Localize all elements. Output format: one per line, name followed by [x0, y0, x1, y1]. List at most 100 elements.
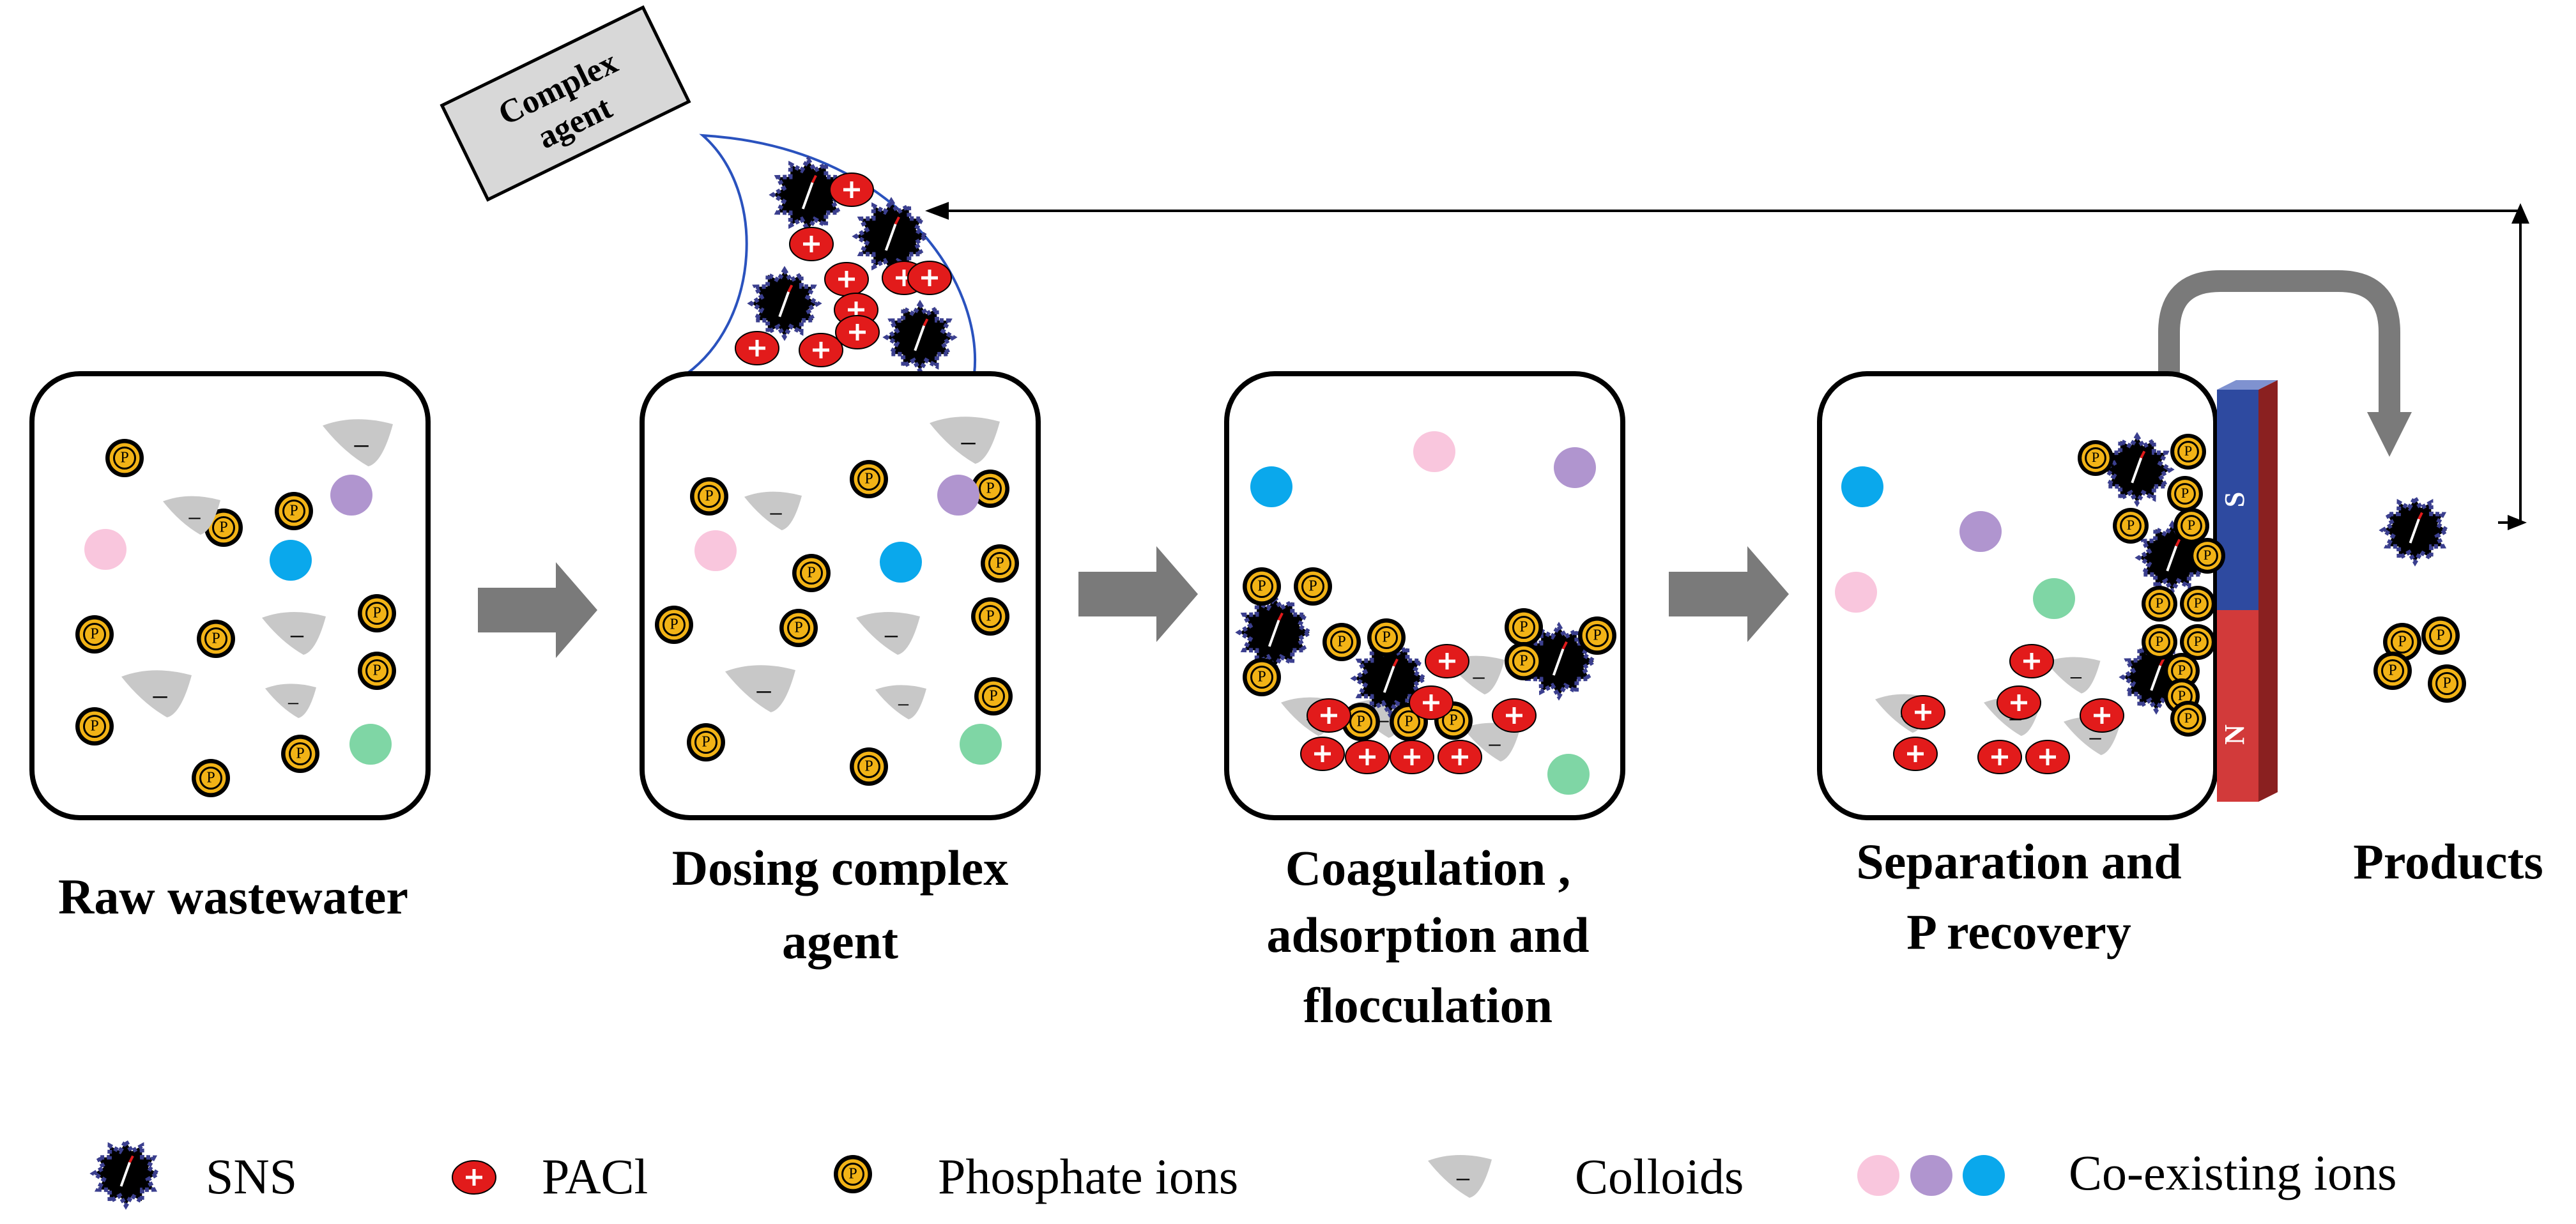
- svg-text:P: P: [2398, 634, 2406, 650]
- legend-colloids-label: Colloids: [1575, 1149, 1744, 1204]
- phosphate-ion: P: [75, 707, 114, 746]
- pacl-particle: [1492, 698, 1537, 733]
- phosphate-ion: P: [2174, 508, 2209, 544]
- colloid: −: [1428, 1154, 1492, 1198]
- recycle-arrow: [925, 202, 2529, 530]
- co-existing-ion: [1841, 466, 1883, 507]
- colloid: −: [163, 496, 220, 535]
- products-label: Products: [2353, 834, 2543, 889]
- svg-text:−: −: [289, 621, 305, 652]
- phosphate-ion: P: [1505, 608, 1543, 646]
- pacl-particle: [829, 172, 874, 207]
- phosphate-ion: P: [974, 677, 1013, 715]
- phosphate-ion: P: [2164, 653, 2200, 689]
- pacl-particle: [1307, 698, 1351, 733]
- co-existing-ion: [880, 542, 922, 583]
- svg-text:P: P: [807, 565, 815, 581]
- pacl-particle: [1438, 740, 1482, 774]
- svg-text:P: P: [2092, 449, 2099, 465]
- svg-text:P: P: [1257, 578, 1266, 595]
- pacl-particle: [824, 262, 869, 296]
- co-existing-ion: [694, 530, 737, 571]
- svg-text:P: P: [2436, 627, 2444, 644]
- phosphate-ion: P: [197, 620, 235, 658]
- svg-text:−: −: [755, 676, 772, 710]
- co-existing-ion: [1910, 1155, 1952, 1196]
- flow-arrow-3: [1669, 546, 1789, 642]
- stage-label-dosing-1: Dosing complex: [672, 840, 1009, 896]
- co-existing-ion: [960, 724, 1002, 765]
- legend-icons: P−: [89, 1137, 2005, 1210]
- svg-text:−: −: [769, 500, 783, 528]
- stage-label-coag-1: Coagulation ,: [1285, 840, 1570, 896]
- phosphate-ion: P: [834, 1155, 872, 1193]
- pacl-particle: [799, 333, 843, 367]
- svg-text:P: P: [2178, 662, 2186, 678]
- phosphate-ion: P: [2113, 508, 2149, 544]
- legend-coexisting-label: Co-existing ions: [2069, 1145, 2397, 1200]
- svg-text:P: P: [120, 450, 128, 466]
- colloid: −: [725, 665, 795, 712]
- cone-particles: [735, 155, 958, 375]
- co-existing-ion: [349, 724, 392, 765]
- svg-text:P: P: [2156, 633, 2163, 649]
- colloid: −: [262, 611, 326, 655]
- colloid: −: [930, 417, 1000, 464]
- magnet-pole-s: S: [2219, 492, 2250, 507]
- pacl-particle: [1300, 737, 1345, 771]
- phosphate-ion: P: [779, 609, 818, 647]
- svg-text:P: P: [986, 608, 994, 625]
- colloid: −: [121, 670, 192, 717]
- svg-text:P: P: [1449, 712, 1457, 729]
- phosphate-ion: P: [1367, 618, 1406, 657]
- svg-text:P: P: [1382, 629, 1390, 646]
- svg-text:P: P: [705, 488, 713, 505]
- phosphate-ion: P: [2180, 586, 2216, 622]
- complex-agent-sign: Complex agent: [440, 5, 691, 202]
- stage-box-raw: [29, 371, 431, 820]
- phosphate-ion: P: [2167, 476, 2203, 512]
- svg-text:P: P: [372, 662, 381, 679]
- sns-particle: [89, 1137, 162, 1210]
- phosphate-ion: P: [1505, 642, 1543, 680]
- stage-label-sep-2: P recovery: [1906, 904, 2131, 960]
- svg-text:−: −: [287, 691, 300, 716]
- svg-text:P: P: [90, 626, 98, 643]
- svg-text:−: −: [897, 692, 910, 717]
- svg-text:P: P: [90, 718, 98, 735]
- phosphate-ion: P: [2170, 434, 2206, 470]
- svg-text:−: −: [1487, 731, 1501, 759]
- magnet-pole-n: N: [2219, 724, 2250, 745]
- pacl-particle: [835, 315, 880, 349]
- sns-particle: [852, 197, 931, 276]
- svg-text:P: P: [219, 519, 227, 536]
- svg-text:−: −: [1471, 664, 1485, 692]
- phosphate-ion: P: [281, 735, 319, 773]
- co-existing-ion: [270, 540, 312, 581]
- phosphate-ion: P: [1243, 658, 1281, 696]
- phosphate-ion: P: [105, 439, 144, 477]
- svg-text:P: P: [2442, 675, 2451, 692]
- stage-label-dosing-2: agent: [782, 914, 898, 969]
- phosphate-ion: P: [204, 509, 243, 547]
- stage-label-coag-3: flocculation: [1303, 977, 1552, 1033]
- co-existing-ion: [1963, 1155, 2005, 1196]
- co-existing-ion: [1835, 572, 1877, 613]
- co-existing-ion: [937, 475, 979, 516]
- pacl-particle: [452, 1160, 496, 1195]
- phosphate-ion: P: [655, 606, 693, 644]
- pacl-particle: [1345, 740, 1390, 774]
- phosphate-ion: P: [690, 477, 728, 516]
- phosphate-ion: P: [971, 470, 1009, 508]
- colloid: −: [1463, 723, 1521, 761]
- legend: P− SNS PACl Phosphate ions Colloids Co-e…: [89, 1137, 2397, 1210]
- phosphate-ion: P: [358, 652, 396, 690]
- phosphate-ion: P: [971, 597, 1009, 636]
- svg-text:P: P: [211, 631, 220, 647]
- phosphate-ion: P: [192, 759, 230, 797]
- phosphate-ion: P: [1243, 567, 1281, 606]
- svg-text:P: P: [864, 758, 873, 775]
- colloid: −: [265, 684, 316, 718]
- co-existing-ion: [84, 529, 126, 570]
